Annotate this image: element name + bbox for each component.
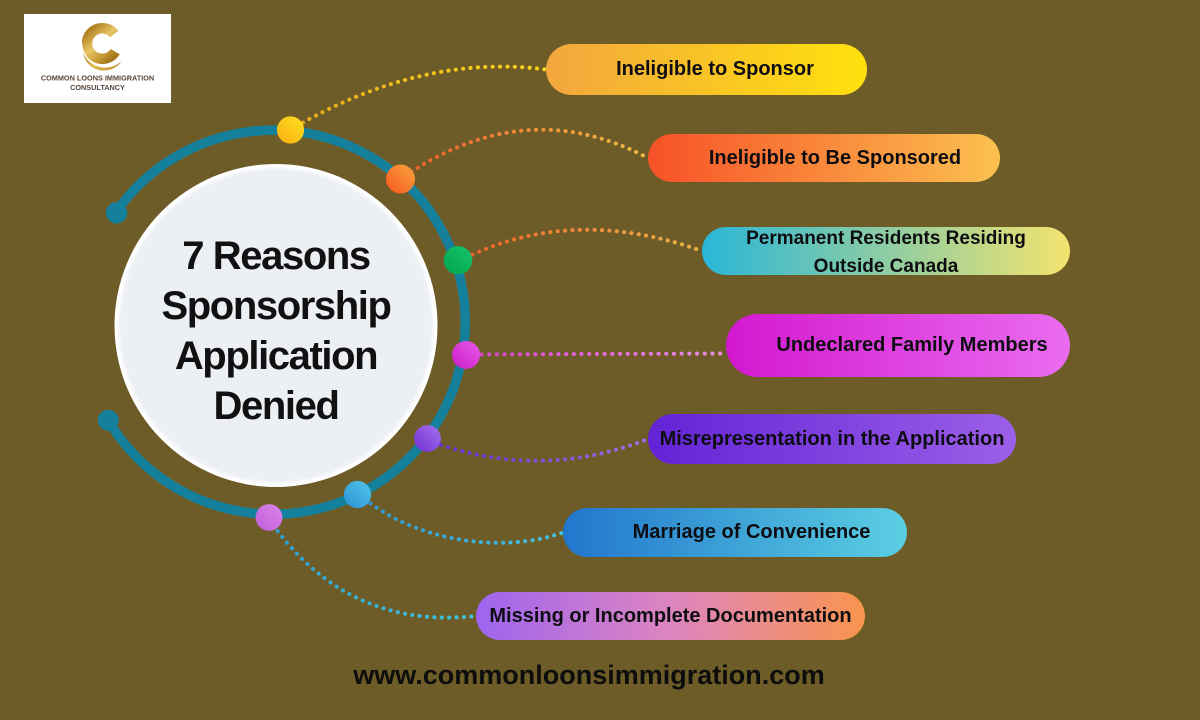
svg-text:CONSULTANCY: CONSULTANCY xyxy=(70,83,125,92)
svg-text:COMMON LOONS IMMIGRATION: COMMON LOONS IMMIGRATION xyxy=(41,73,154,82)
